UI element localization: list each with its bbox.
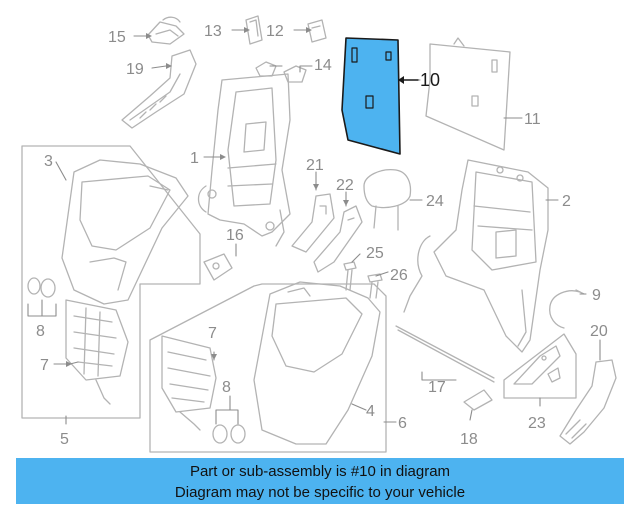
part-23-shape (513, 345, 561, 385)
part-20-shape (559, 359, 617, 445)
callout-13: 13 (204, 23, 222, 40)
part-10-arrowhead (398, 76, 404, 84)
callout-12: 12 (266, 23, 284, 40)
part-16-shape (203, 253, 233, 281)
callout-1: 1 (190, 150, 199, 167)
leader-lines (27, 29, 601, 425)
callout-25: 25 (366, 245, 384, 262)
arrowheads (66, 27, 349, 367)
assembly-6-box (149, 283, 387, 453)
callout-17: 17 (428, 379, 446, 396)
callout-3: 3 (44, 153, 53, 170)
part-14-shape (255, 61, 307, 83)
part-7-mat-left (65, 299, 129, 405)
callout-23: 23 (528, 415, 546, 432)
callout-24: 24 (426, 193, 444, 210)
part-12-shape (307, 19, 327, 43)
callout-26: 26 (390, 267, 408, 284)
part-3-shape (61, 159, 189, 305)
callout-6: 6 (398, 415, 407, 432)
callout-14: 14 (314, 57, 332, 74)
callout-18: 18 (460, 431, 478, 448)
part-8-discs-left (27, 277, 56, 298)
part-17-shape (395, 325, 495, 383)
callout-8-left: 8 (36, 323, 45, 340)
callout-22: 22 (336, 177, 354, 194)
part-13-shape (245, 15, 263, 45)
part-21-shape (291, 193, 335, 253)
banner-line-2: Diagram may not be specific to your vehi… (174, 484, 466, 501)
part-4-shape (253, 281, 381, 445)
part-10-highlight (341, 37, 401, 155)
callout-9: 9 (592, 287, 601, 304)
callout-16: 16 (226, 227, 244, 244)
callout-19: 19 (126, 61, 144, 78)
part-23-box (503, 333, 577, 399)
part-11-shape (425, 37, 511, 151)
part-1-shape (197, 73, 291, 247)
part-25-shape (343, 261, 357, 291)
banner-line-1: Part or sub-assembly is #10 in diagram (189, 463, 451, 480)
callout-7-left: 7 (40, 357, 49, 374)
part-15-shape (147, 16, 185, 45)
callout-4: 4 (366, 403, 375, 420)
callout-7-lower: 7 (208, 325, 217, 342)
callout-21: 21 (306, 157, 324, 174)
part-19-shape (121, 49, 197, 129)
assembly-5-box (21, 145, 201, 419)
part-18-shape (463, 389, 493, 411)
callout-15: 15 (108, 29, 126, 46)
part-2-shape (403, 159, 549, 353)
part-8-discs-lower (212, 424, 246, 444)
part-26-shape (367, 273, 383, 299)
info-banner: Part or sub-assembly is #10 in diagram D… (16, 458, 624, 504)
callout-8-lower: 8 (222, 379, 231, 396)
callout-20: 20 (590, 323, 608, 340)
part-7-mat-lower (161, 335, 217, 431)
part-9-shape (549, 289, 585, 329)
callout-10: 10 (420, 70, 440, 90)
part-22-shape (313, 205, 363, 273)
callout-11: 11 (524, 111, 541, 128)
callout-2: 2 (562, 193, 571, 210)
part-24-shape (363, 169, 412, 231)
callout-5: 5 (60, 431, 69, 448)
